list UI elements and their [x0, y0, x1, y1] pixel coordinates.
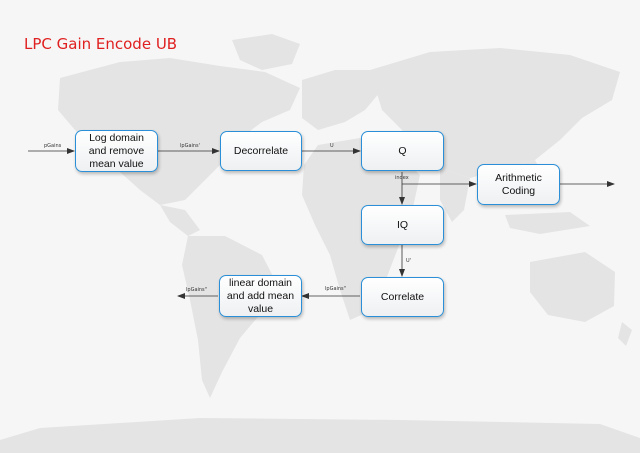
- iq-output-label: U': [406, 258, 412, 264]
- arithmetic-coding-box: Arithmetic Coding: [477, 164, 560, 205]
- correlate-output-label: lpGains": [325, 286, 346, 292]
- decorrelate-output-label: U: [330, 143, 334, 149]
- linear-domain-label: linear domain and add mean value: [226, 276, 295, 315]
- correlate-label: Correlate: [380, 290, 425, 303]
- final-output-label: lpGains": [186, 287, 207, 293]
- decorrelate-label: Decorrelate: [233, 144, 289, 157]
- greenland-shape: [232, 34, 300, 70]
- log-domain-box: Log domain and remove mean value: [75, 130, 158, 172]
- arithmetic-coding-label: Arithmetic Coding: [495, 171, 542, 197]
- antarctica-shape: [0, 418, 640, 453]
- iq-label: IQ: [396, 218, 409, 231]
- indonesia-shape: [505, 212, 590, 234]
- q-label: Q: [398, 144, 407, 157]
- diagram-title: LPC Gain Encode UB: [24, 35, 178, 53]
- q-index-label: index: [395, 175, 409, 181]
- linear-domain-box: linear domain and add mean value: [219, 275, 302, 317]
- q-box: Q: [361, 131, 444, 171]
- new-zealand-shape: [618, 322, 632, 346]
- india-shape: [440, 168, 470, 222]
- australia-shape: [530, 252, 615, 322]
- correlate-box: Correlate: [361, 277, 444, 317]
- decorrelate-box: Decorrelate: [220, 131, 302, 171]
- log-domain-label: Log domain and remove mean value: [88, 131, 145, 170]
- central-america-shape: [160, 205, 200, 236]
- input-signal-label: pGains: [44, 143, 62, 149]
- log-output-label: lpGains': [180, 143, 201, 149]
- iq-box: IQ: [361, 205, 444, 245]
- europe-shape: [302, 70, 380, 130]
